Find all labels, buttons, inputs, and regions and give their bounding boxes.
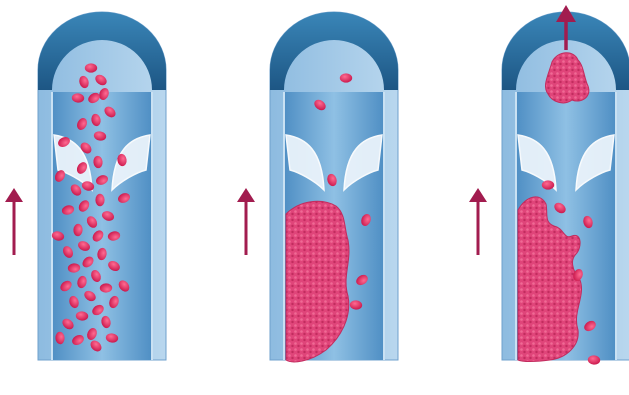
up-arrow-head-icon bbox=[237, 188, 255, 202]
red-blood-cell bbox=[542, 180, 554, 189]
red-blood-cell bbox=[340, 73, 352, 82]
up-arrow-head-icon bbox=[469, 188, 487, 202]
up-arrow-head-icon bbox=[5, 188, 23, 202]
panel-thrombus bbox=[237, 12, 398, 395]
panel-normal-flow bbox=[5, 12, 166, 395]
vessel-bottom-opening bbox=[48, 362, 156, 395]
vessel-bottom-opening bbox=[512, 362, 620, 395]
red-blood-cell bbox=[85, 63, 97, 72]
vessel-bottom-opening bbox=[280, 362, 388, 395]
panel-embolism bbox=[469, 5, 629, 395]
